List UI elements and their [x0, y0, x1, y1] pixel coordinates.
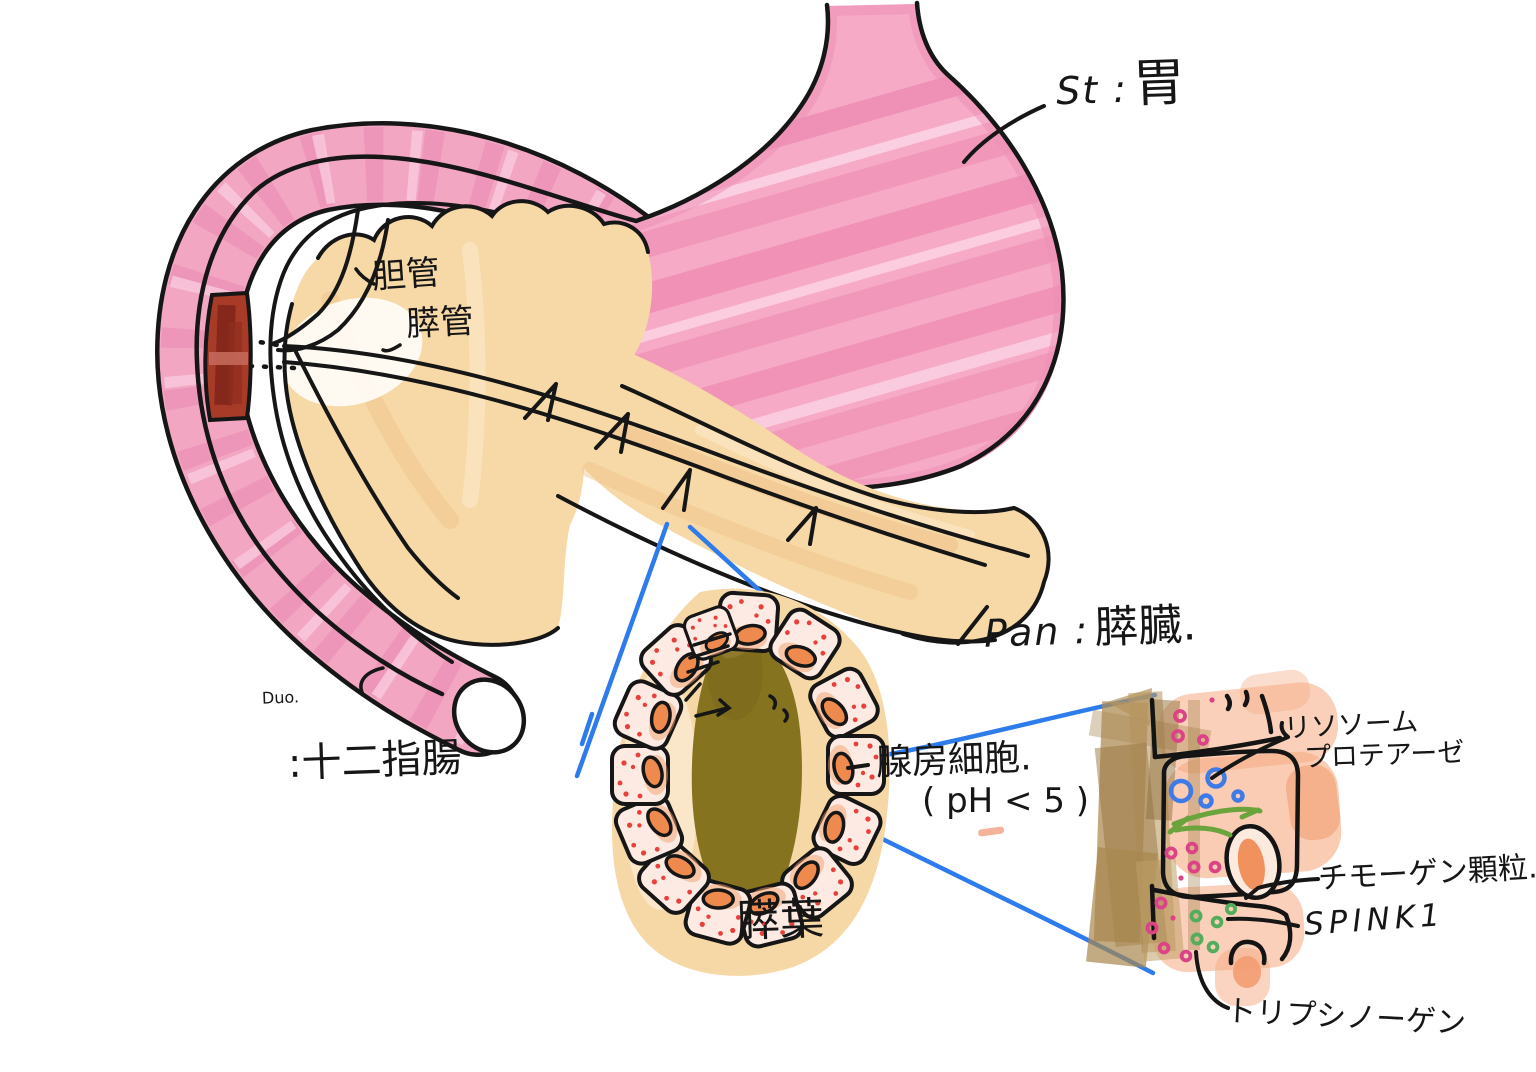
- bile-duct-leader: [354, 267, 376, 286]
- cell-outlines: [1149, 689, 1301, 966]
- stomach-leader: [962, 104, 1046, 164]
- duodenum-label: :十二指腸: [287, 734, 463, 788]
- duodenum-abbr-label: Duo.: [261, 687, 300, 708]
- trypsinogen-granules-green: [1189, 902, 1238, 954]
- stomach-outline-left: [194, 2, 831, 697]
- zymogen-leader: [1244, 877, 1320, 900]
- stomach-abbr: St :: [1055, 66, 1129, 114]
- spink1-leader: [1226, 916, 1300, 928]
- protease-label: プロテアーゼ: [1303, 737, 1465, 774]
- er-squiggle: [1167, 806, 1263, 838]
- duct-scribbles: [684, 632, 789, 723]
- lobule-inset: [608, 588, 890, 976]
- duct-lumen-band: [1086, 688, 1212, 968]
- duodenum-inner-outline: [268, 201, 602, 664]
- ph-note-label: ( pH < 5 ): [922, 781, 1090, 821]
- bile-duct-line: [276, 218, 390, 353]
- pancreas: [281, 199, 1051, 647]
- pancreatic-duct-line: [282, 360, 987, 567]
- pancreatic-duct-leader: [381, 343, 402, 353]
- bile-duct-line: [270, 208, 360, 346]
- duct-branches: [523, 382, 818, 546]
- duodenum-leader: [359, 666, 385, 694]
- duodenal-papilla: [203, 290, 253, 423]
- pancreatic-duct-label: 膵管: [404, 301, 475, 345]
- trypsinogen-leader: [1194, 950, 1230, 1010]
- stomach: [194, 0, 1066, 697]
- duodenum-cut-end: [451, 677, 527, 755]
- papilla-dotted-line: [244, 337, 299, 351]
- stomach-kanji: 胃: [1131, 52, 1187, 115]
- pancreas-outline: [282, 199, 1051, 647]
- lysosome-rings: [1168, 767, 1245, 809]
- cell-detail: [1086, 669, 1342, 1006]
- pancreas-abbr: Pan :: [983, 608, 1090, 656]
- lobule-label: 膵葉: [735, 893, 825, 948]
- label-leaders: [354, 104, 1320, 1010]
- zymogen-granules-magenta: [1145, 697, 1222, 963]
- pancreas-leader: [956, 605, 989, 646]
- pancreatic-duct-line: [282, 344, 1030, 558]
- acinar-cell-label: 腺房細胞.: [875, 737, 1033, 784]
- bile-duct-label: 胆管: [370, 252, 442, 298]
- ducts: [218, 208, 1030, 567]
- pancreas-kanji: 膵臓.: [1093, 599, 1198, 654]
- nucleus: [1224, 824, 1282, 900]
- pancreas-label: Pan : 膵臓.: [983, 599, 1198, 656]
- stomach-label: St : 胃: [1055, 52, 1187, 115]
- lysosome-leader: [1210, 721, 1290, 780]
- acinar-cell-leader: [846, 763, 870, 770]
